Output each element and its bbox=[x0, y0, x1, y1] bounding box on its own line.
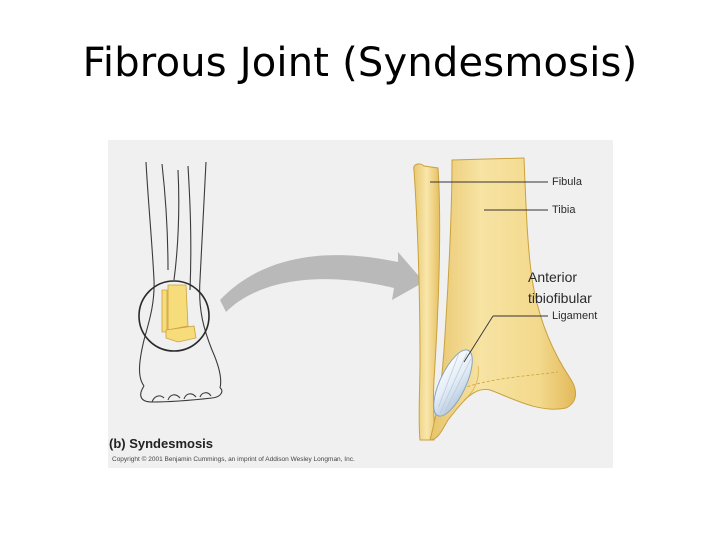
leg-outline bbox=[138, 161, 223, 403]
pointer-arrow bbox=[220, 252, 424, 312]
figure-illustration bbox=[138, 157, 576, 441]
fibula-bone bbox=[413, 163, 441, 441]
ligament bbox=[433, 349, 473, 417]
tibia-label: Tibia bbox=[552, 204, 576, 216]
leg-bones bbox=[161, 284, 197, 343]
ligament-label-line1: Anterior bbox=[528, 269, 578, 285]
fibula-label: Fibula bbox=[552, 176, 582, 188]
ligament-label-line3: Ligament bbox=[552, 310, 598, 322]
copyright-notice: Copyright © 2001 Benjamin Cummings, an i… bbox=[112, 456, 355, 463]
syndesmosis-figure: Fibula Tibia Anterior tibiofibular Ligam… bbox=[108, 140, 613, 468]
ligament-label-line2: tibiofibular bbox=[528, 290, 592, 306]
figure-caption: (b) Syndesmosis bbox=[109, 436, 214, 451]
slide-title: Fibrous Joint (Syndesmosis) bbox=[82, 40, 638, 86]
highlight-circle bbox=[138, 280, 210, 352]
